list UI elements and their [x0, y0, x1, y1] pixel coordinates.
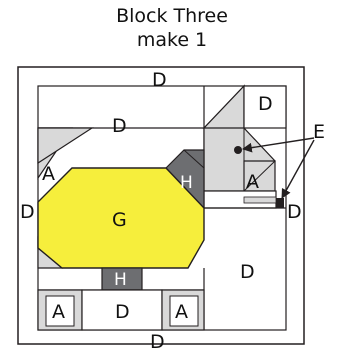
label-upper-dark: H: [180, 173, 193, 193]
bottom-right-square-inner: [169, 295, 199, 327]
label-upper-right: D: [258, 93, 273, 115]
label-right-border: D: [287, 201, 302, 223]
label-lower-dark: H: [114, 270, 127, 290]
label-bottom-middle: D: [115, 301, 130, 323]
label-bottom-left: A: [52, 301, 65, 323]
label-top-border: D: [152, 69, 167, 91]
upper-dark-inner: [183, 149, 205, 169]
upper-right-square: [243, 85, 287, 129]
tail-triangle-upper: [37, 127, 95, 165]
label-lower-right: D: [240, 261, 255, 283]
label-body: G: [112, 209, 127, 231]
nose-gray: [243, 196, 277, 204]
callout-arrow-to-dot: [242, 137, 315, 153]
nose-black-square: [276, 198, 284, 208]
callout-label: E: [313, 121, 325, 143]
bottom-left-square-inner: [45, 295, 75, 327]
label-bottom-border: D: [150, 331, 165, 351]
body-octagon: [37, 167, 205, 269]
callout-dot: [234, 146, 242, 154]
callout-arrow-to-square: [281, 139, 315, 199]
block-title: Block Three make 1: [0, 4, 344, 52]
label-bottom-right: A: [175, 301, 188, 323]
title-line-2: make 1: [136, 29, 208, 51]
head-triangle-diagonal: [243, 160, 276, 192]
label-upper-middle: D: [112, 115, 127, 137]
label-head-triangle: A: [246, 171, 259, 193]
title-line-1: Block Three: [116, 5, 228, 27]
label-tail-triangle: A: [42, 163, 55, 185]
label-left-border: D: [20, 201, 35, 223]
